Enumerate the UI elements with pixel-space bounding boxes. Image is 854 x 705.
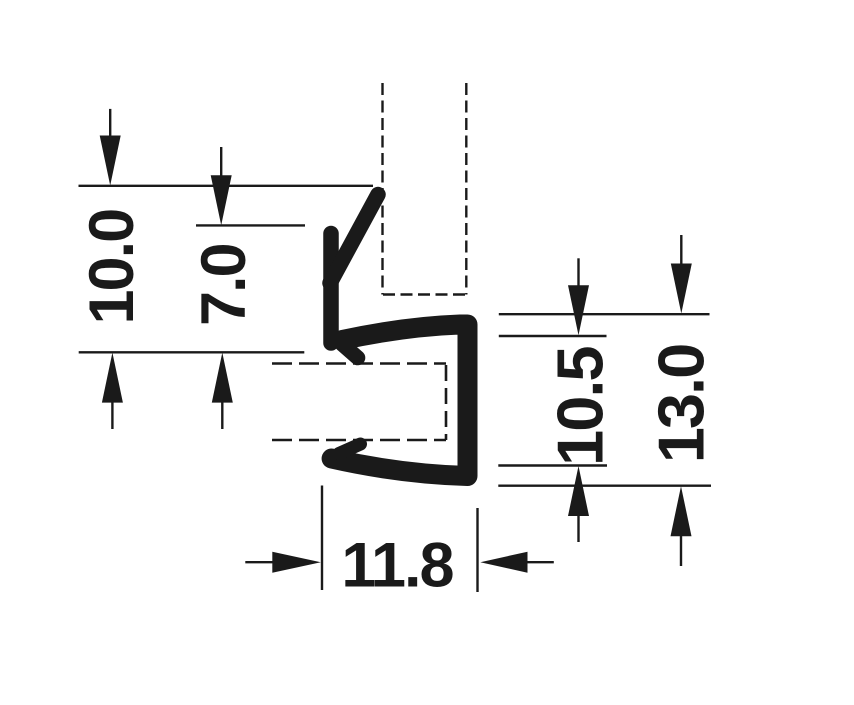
svg-text:11.8: 11.8 (341, 530, 453, 600)
svg-text:10.5: 10.5 (544, 347, 617, 466)
svg-text:10.0: 10.0 (77, 210, 147, 325)
svg-text:7.0: 7.0 (189, 244, 259, 326)
svg-text:13.0: 13.0 (645, 345, 718, 464)
